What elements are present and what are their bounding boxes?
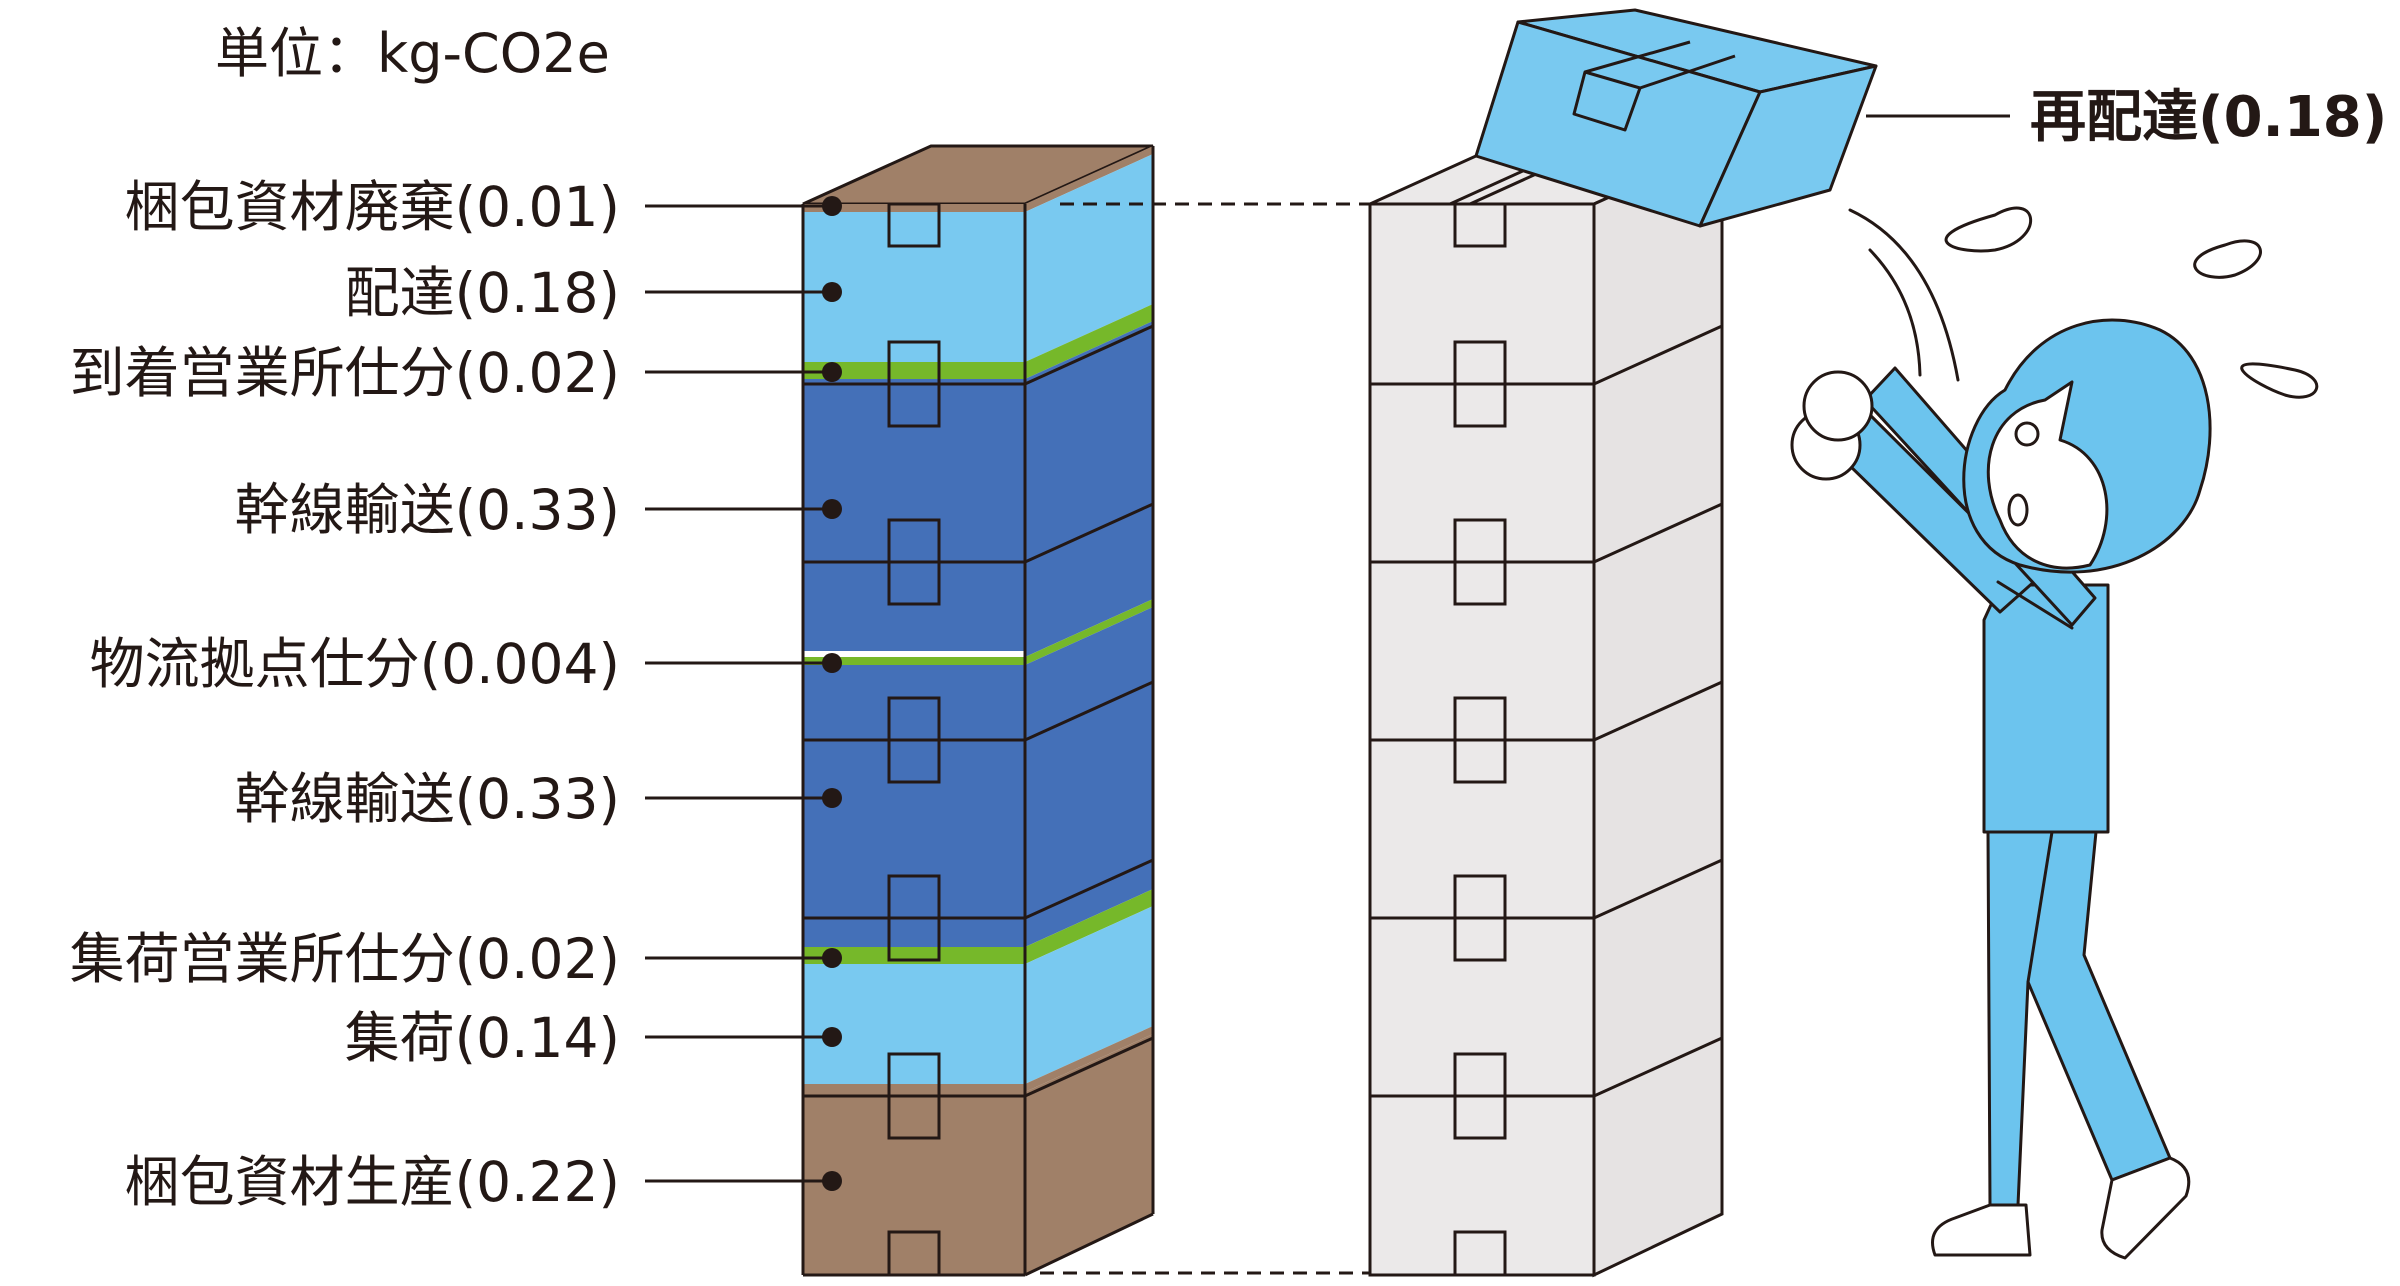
label-pickup-office-sorting: 集荷営業所仕分(0.02) — [70, 927, 620, 991]
label-packaging-disposal: 梱包資材廃棄(0.01) — [125, 175, 620, 239]
emissions-stack — [801, 144, 1155, 1277]
label-logistics-hub-sorting: 物流拠点仕分(0.004) — [90, 632, 620, 696]
stack-labels: 梱包資材廃棄(0.01) 配達(0.18) 到着営業所仕分(0.02) 幹線輸送… — [70, 175, 620, 1214]
leader-lines — [645, 204, 832, 1183]
unit-label: 単位：kg-CO2e — [215, 22, 610, 85]
label-delivery: 配達(0.18) — [345, 261, 620, 325]
label-arrival-office-sorting: 到着営業所仕分(0.02) — [70, 341, 620, 405]
redelivery-box — [1474, 8, 1878, 228]
grey-box-stack — [1368, 143, 1724, 1278]
label-packaging-production: 梱包資材生産(0.22) — [125, 1150, 620, 1214]
dashed-connectors — [1040, 202, 1370, 1275]
label-pickup: 集荷(0.14) — [345, 1006, 620, 1070]
person-figure — [1790, 206, 2319, 1260]
label-trunk-transport-1: 幹線輸送(0.33) — [235, 478, 620, 542]
leader-dots — [822, 196, 842, 1191]
redelivery-label: 再配達(0.18) — [2030, 85, 2387, 150]
label-trunk-transport-2: 幹線輸送(0.33) — [235, 767, 620, 831]
